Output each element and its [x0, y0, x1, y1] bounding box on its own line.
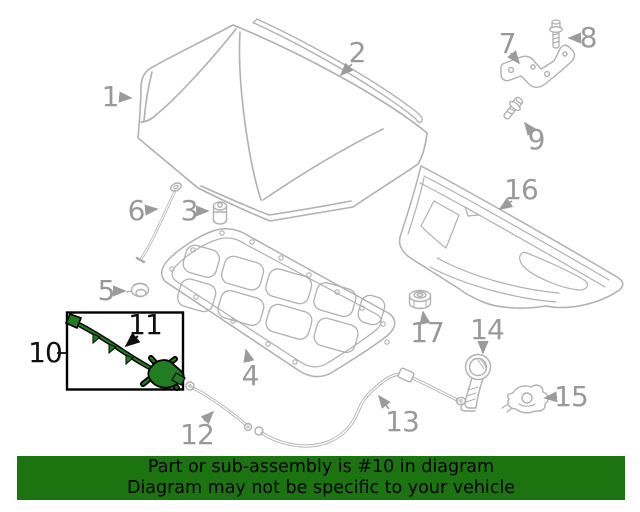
callout-2[interactable]: 2 — [348, 36, 367, 69]
info-banner: Part or sub-assembly is #10 in diagram D… — [17, 456, 625, 500]
callout-9[interactable]: 9 — [527, 123, 546, 156]
callout-7[interactable]: 7 — [498, 27, 517, 60]
hinge-bracket-icon — [500, 44, 576, 88]
callout-13[interactable]: 13 — [385, 405, 420, 438]
callout-3[interactable]: 3 — [180, 194, 199, 227]
nut-icon — [408, 289, 432, 310]
leader-arrows — [113, 32, 581, 425]
retainer-clip-icon — [126, 282, 150, 298]
rear-release-cable — [254, 367, 467, 448]
callout-4[interactable]: 4 — [241, 359, 260, 392]
bolt-icon — [503, 96, 524, 120]
callout-5[interactable]: 5 — [97, 274, 116, 307]
banner-line-2: Diagram may not be specific to your vehi… — [126, 478, 516, 498]
leader-arrow-11 — [124, 332, 141, 348]
callout-10[interactable]: 10 — [28, 336, 63, 369]
prop-rod — [135, 182, 182, 264]
callout-16[interactable]: 16 — [504, 173, 539, 206]
callout-12[interactable]: 12 — [180, 418, 215, 451]
hood-panel — [137, 24, 428, 222]
insulator-pad — [161, 227, 396, 378]
banner-line-1: Part or sub-assembly is #10 in diagram — [147, 457, 495, 477]
callout-6[interactable]: 6 — [127, 194, 146, 227]
callout-8[interactable]: 8 — [579, 21, 598, 54]
callout-15[interactable]: 15 — [554, 380, 589, 413]
latch-cable-assembly[interactable] — [64, 312, 186, 391]
bolt-icon — [549, 19, 563, 49]
callout-11[interactable]: 11 — [128, 308, 163, 341]
latch-switch-icon — [501, 384, 549, 414]
callout-14[interactable]: 14 — [470, 313, 505, 346]
overslam-bumper-icon — [212, 201, 228, 225]
inner-hood-panel — [398, 165, 624, 309]
hood-weatherstrip — [252, 18, 423, 123]
callout-17[interactable]: 17 — [410, 316, 445, 349]
front-release-cable — [185, 381, 253, 432]
callout-1[interactable]: 1 — [101, 80, 120, 113]
